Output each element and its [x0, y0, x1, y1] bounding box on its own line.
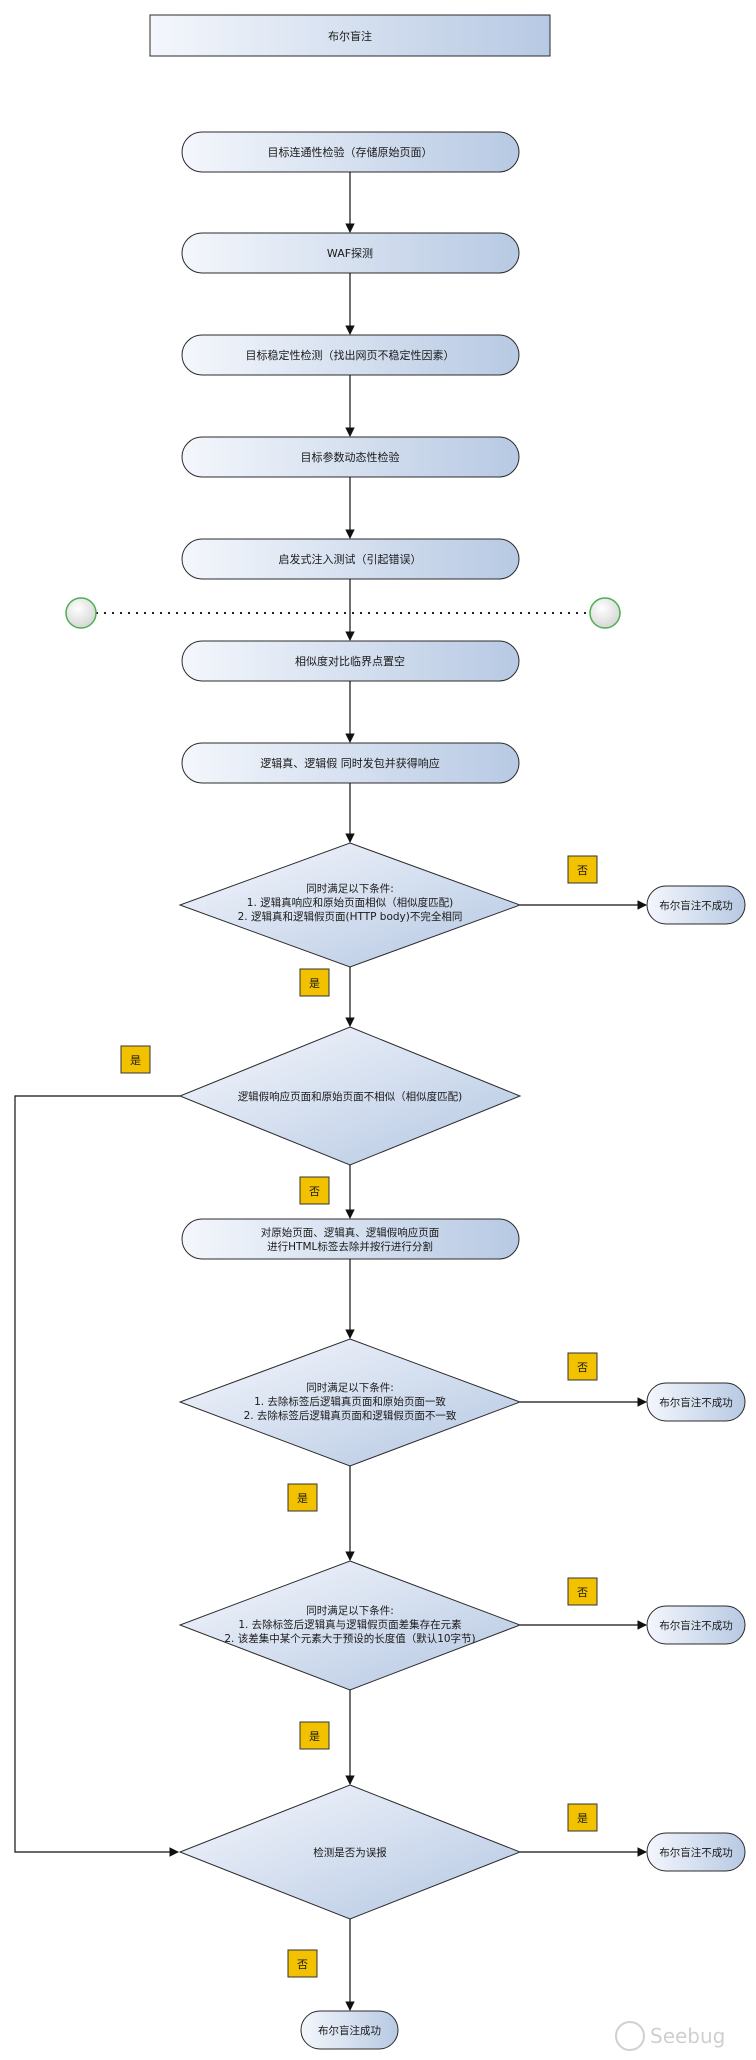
- step-waf-label: WAF探测: [327, 247, 373, 260]
- decision-1-line1: 同时满足以下条件:: [306, 882, 394, 895]
- decision-4-line2: 1. 去除标签后逻辑真与逻辑假页面差集存在元素: [238, 1618, 461, 1631]
- tag-yes-3-label: 是: [297, 1492, 308, 1505]
- step-stability: 目标稳定性检测（找出网页不稳定性因素）: [181, 334, 520, 376]
- step-threshold-reset-label: 相似度对比临界点置空: [295, 654, 405, 668]
- tag-yes-2: 是: [120, 1045, 151, 1074]
- fail-node-4-label: 布尔盲注不成功: [659, 1846, 733, 1859]
- tag-yes-1-label: 是: [309, 977, 320, 990]
- tag-yes-2-label: 是: [130, 1054, 141, 1067]
- decision-3-line1: 同时满足以下条件:: [306, 1381, 394, 1394]
- decision-1-line3: 2. 逻辑真和逻辑假页面(HTTP body)不完全相同: [238, 910, 463, 923]
- watermark-bug-icon: [615, 2021, 645, 2051]
- watermark: Seebug: [615, 2021, 725, 2051]
- step-split-html-line2: 进行HTML标签去除并按行进行分割: [267, 1240, 433, 1253]
- decision-3-line2: 1. 去除标签后逻辑真页面和原始页面一致: [254, 1395, 446, 1408]
- tag-yes-3: 是: [287, 1483, 318, 1512]
- step-connectivity-label: 目标连通性检验（存储原始页面）: [268, 145, 433, 159]
- decision-5-text: 检测是否为误报: [313, 1846, 387, 1859]
- watermark-text: Seebug: [650, 2024, 725, 2048]
- tag-no-5: 否: [287, 1949, 318, 1978]
- tag-no-4: 否: [567, 1577, 598, 1606]
- fail-node-2-label: 布尔盲注不成功: [659, 1396, 733, 1409]
- fail-node-1: 布尔盲注不成功: [646, 885, 746, 925]
- tag-yes-4: 是: [299, 1721, 330, 1750]
- tag-no-4-label: 否: [577, 1586, 588, 1599]
- fail-node-4: 布尔盲注不成功: [646, 1832, 746, 1872]
- separator-circle-right: [589, 597, 621, 629]
- arrow-d2-yes-loop: [14, 1095, 180, 1857]
- decision-4-line3: 2. 该差集中某个元素大于预设的长度值（默认10字节): [224, 1632, 475, 1645]
- step-send-requests-label: 逻辑真、逻辑假 同时发包并获得响应: [260, 756, 440, 770]
- step-waf: WAF探测: [181, 232, 520, 274]
- tag-yes-4-label: 是: [309, 1730, 320, 1743]
- fail-node-2: 布尔盲注不成功: [646, 1382, 746, 1422]
- tag-no-1: 否: [567, 855, 598, 884]
- decision-3-line3: 2. 去除标签后逻辑真页面和逻辑假页面不一致: [244, 1409, 457, 1422]
- tag-yes-1: 是: [299, 968, 330, 997]
- tag-yes-5: 是: [567, 1803, 598, 1832]
- tag-no-3-label: 否: [577, 1361, 588, 1374]
- success-node-label: 布尔盲注成功: [318, 2024, 381, 2037]
- title-text: 布尔盲注: [328, 29, 372, 43]
- step-dynamic-param: 目标参数动态性检验: [181, 436, 520, 478]
- step-stability-label: 目标稳定性检测（找出网页不稳定性因素）: [246, 348, 455, 362]
- step-connectivity: 目标连通性检验（存储原始页面）: [181, 131, 520, 173]
- decision-2: 逻辑假响应页面和原始页面不相似（相似度匹配): [178, 1026, 522, 1166]
- decision-2-text: 逻辑假响应页面和原始页面不相似（相似度匹配): [238, 1090, 463, 1103]
- fail-node-3: 布尔盲注不成功: [646, 1605, 746, 1645]
- step-split-html-line1: 对原始页面、逻辑真、逻辑假响应页面: [261, 1226, 440, 1239]
- step-heuristic-label: 启发式注入测试（引起错误）: [279, 552, 422, 566]
- decision-1-line2: 1. 逻辑真响应和原始页面相似（相似度匹配): [247, 896, 453, 909]
- step-heuristic: 启发式注入测试（引起错误）: [181, 538, 520, 580]
- step-threshold-reset: 相似度对比临界点置空: [181, 640, 520, 682]
- tag-no-1-label: 否: [577, 864, 588, 877]
- decision-5: 检测是否为误报: [178, 1784, 522, 1920]
- decision-4-line1: 同时满足以下条件:: [306, 1604, 394, 1617]
- fail-node-1-label: 布尔盲注不成功: [659, 899, 733, 912]
- step-split-html: 对原始页面、逻辑真、逻辑假响应页面 进行HTML标签去除并按行进行分割: [181, 1218, 520, 1260]
- separator-circle-left: [65, 597, 97, 629]
- decision-1: 同时满足以下条件: 1. 逻辑真响应和原始页面相似（相似度匹配) 2. 逻辑真和…: [178, 842, 522, 968]
- tag-yes-5-label: 是: [577, 1812, 588, 1825]
- step-send-requests: 逻辑真、逻辑假 同时发包并获得响应: [181, 742, 520, 784]
- tag-no-3: 否: [567, 1352, 598, 1381]
- success-node: 布尔盲注成功: [300, 2010, 399, 2050]
- title-box: 布尔盲注: [149, 14, 551, 57]
- decision-3: 同时满足以下条件: 1. 去除标签后逻辑真页面和原始页面一致 2. 去除标签后逻…: [178, 1338, 522, 1467]
- tag-no-5-label: 否: [297, 1958, 308, 1971]
- decision-4: 同时满足以下条件: 1. 去除标签后逻辑真与逻辑假页面差集存在元素 2. 该差集…: [178, 1560, 522, 1691]
- tag-no-2: 否: [299, 1176, 330, 1205]
- step-dynamic-param-label: 目标参数动态性检验: [301, 450, 400, 464]
- fail-node-3-label: 布尔盲注不成功: [659, 1619, 733, 1632]
- tag-no-2-label: 否: [309, 1185, 320, 1198]
